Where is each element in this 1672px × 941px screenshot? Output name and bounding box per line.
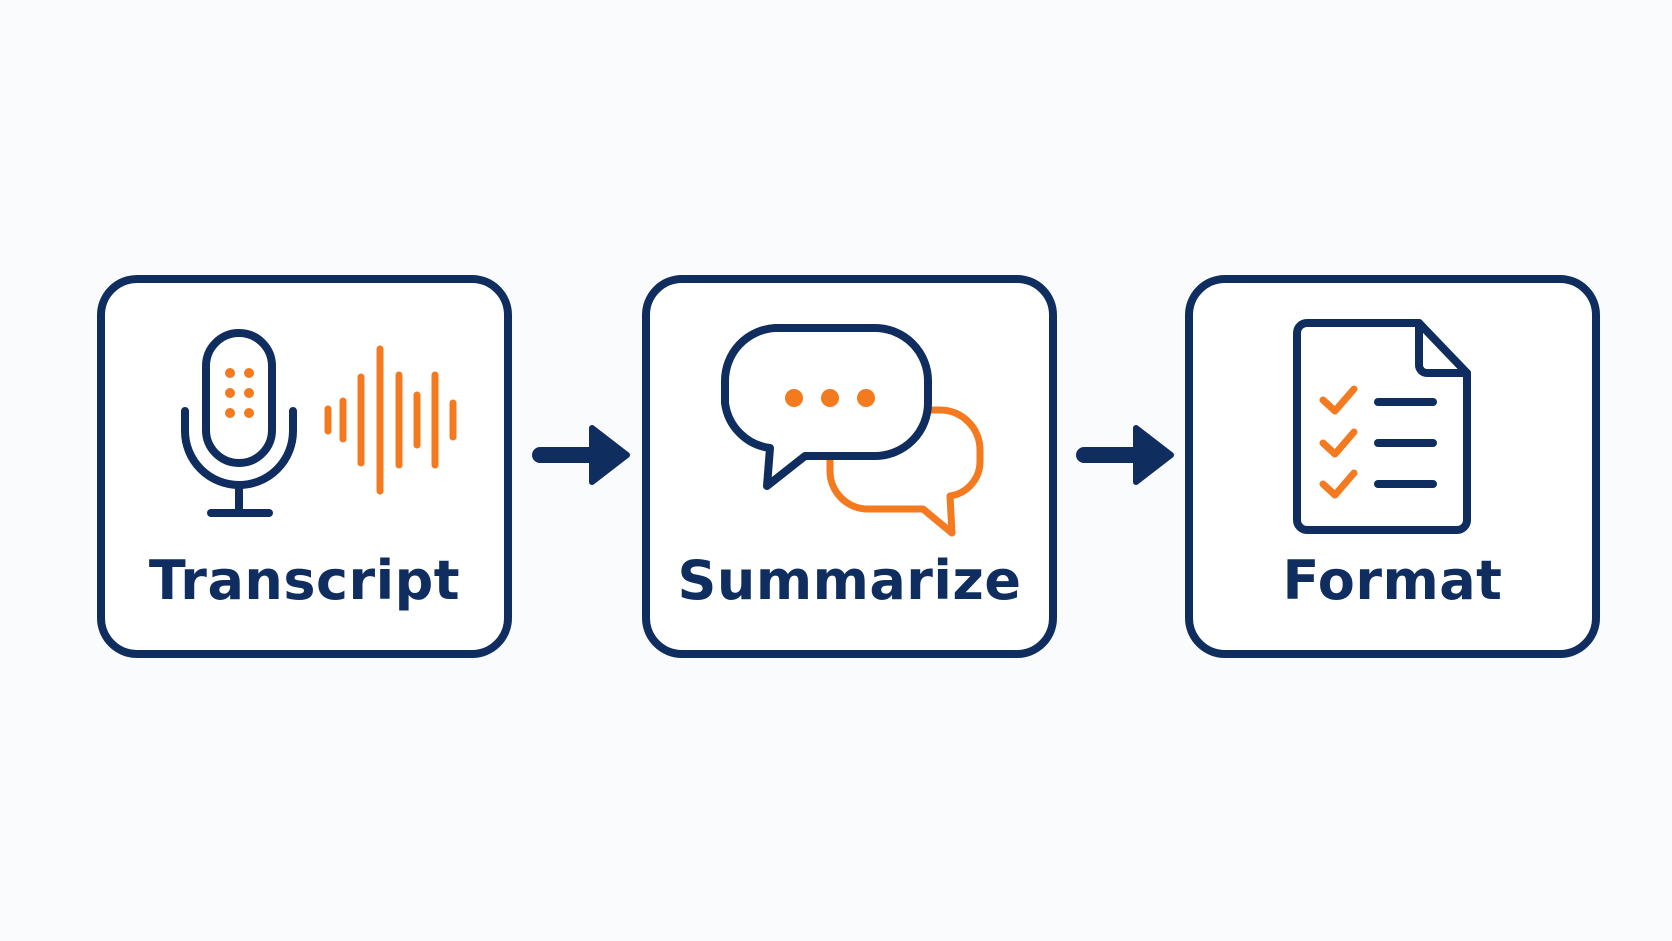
soundwave-icon (324, 345, 457, 495)
step-transcript: Transcript (97, 275, 512, 658)
chat-bubbles-icon (720, 324, 984, 537)
arrow-right-icon (532, 425, 630, 485)
step-summarize: Summarize (642, 275, 1057, 658)
arrow-right-icon (1076, 425, 1174, 485)
step-format: Format (1185, 275, 1600, 658)
step-label-format: Format (1282, 549, 1503, 612)
step-label-summarize: Summarize (677, 549, 1022, 612)
step-label-transcript: Transcript (148, 549, 461, 612)
checklist-document-icon (1293, 319, 1471, 534)
microphone-icon (181, 329, 457, 517)
